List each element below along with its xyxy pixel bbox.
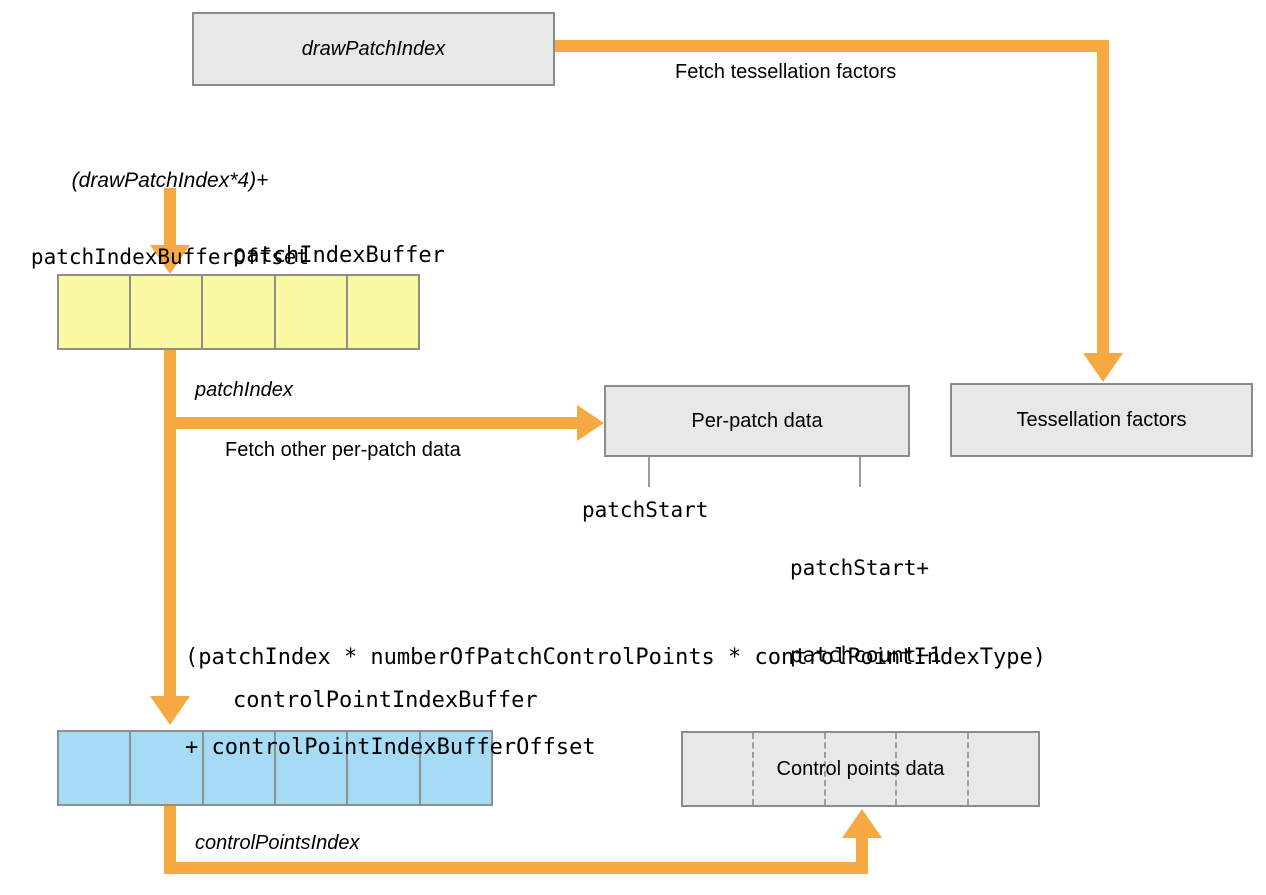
buffer-cell — [59, 732, 132, 804]
node-control-points-data — [681, 731, 1040, 807]
annotation-patch-index: patchIndex — [195, 379, 293, 401]
annotation-control-point-formula-line2: + controlPointIndexBufferOffset — [185, 735, 596, 760]
annotation-patch-start-plus-line2: patchcount−1 — [790, 643, 942, 667]
arrowhead-into-control-point-index-buffer — [150, 696, 190, 725]
node-control-points-data-label: Control points data — [776, 757, 945, 780]
buffer-cell — [897, 733, 969, 805]
connector-top-horizontal — [555, 40, 1109, 52]
buffer-cell — [131, 276, 204, 348]
arrowhead-into-patch-index-buffer — [150, 245, 190, 274]
control-point-index-buffer-label: controlPointIndexBuffer — [233, 688, 538, 713]
node-per-patch-data-label: Per-patch data — [691, 409, 823, 432]
buffer-cell — [347, 276, 419, 348]
arrowhead-into-control-points-data — [842, 809, 882, 838]
node-tessellation-factors-label: Tessellation factors — [1016, 408, 1187, 431]
node-per-patch-data: Per-patch data — [604, 385, 910, 457]
per-patch-tick-start — [648, 457, 650, 487]
annotation-patch-start-plus-line1: patchStart+ — [790, 556, 930, 580]
buffer-cell — [275, 732, 349, 804]
annotation-fetch-other-per-patch-data: Fetch other per-patch data — [225, 439, 461, 461]
annotation-draw-patch-offset-line1: (drawPatchIndex*4)+ — [71, 169, 269, 192]
arrowhead-into-per-patch-data — [577, 405, 604, 441]
node-draw-patch-index: drawPatchIndex — [192, 12, 555, 86]
annotation-control-point-formula: (patchIndex * numberOfPatchControlPoints… — [185, 583, 1046, 823]
annotation-patch-start-plus: patchStart+ patchcount−1 — [790, 496, 942, 728]
node-control-points-data-overlay: Control points data — [681, 731, 1040, 807]
patch-index-buffer — [57, 274, 420, 350]
connector-offset-vertical — [164, 188, 176, 245]
annotation-control-points-index: controlPointsIndex — [195, 832, 360, 854]
buffer-cell — [203, 732, 276, 804]
buffer-cell — [754, 733, 826, 805]
connector-top-vertical — [1097, 40, 1109, 353]
node-draw-patch-index-label: drawPatchIndex — [301, 37, 446, 60]
connector-bottom-vertical-left — [164, 805, 176, 874]
buffer-cell — [348, 732, 421, 804]
annotation-patch-start: patchStart — [582, 498, 709, 522]
annotation-draw-patch-offset-line2: patchIndexBufferOffset — [30, 245, 310, 270]
buffer-cell — [131, 732, 204, 804]
control-point-index-buffer — [57, 730, 493, 806]
buffer-cell — [203, 276, 276, 348]
connector-bottom-horizontal — [164, 862, 868, 874]
buffer-cell — [683, 733, 755, 805]
buffer-cell — [59, 276, 132, 348]
annotation-draw-patch-offset: (drawPatchIndex*4)+ patchIndexBufferOffs… — [20, 118, 320, 321]
arrowhead-into-tessellation-factors — [1083, 353, 1123, 382]
connector-bottom-vertical-right — [856, 837, 868, 874]
connector-branch-horizontal — [164, 417, 578, 429]
connector-main-vertical — [164, 350, 176, 696]
buffer-cell — [275, 276, 348, 348]
per-patch-tick-end — [859, 457, 861, 487]
annotation-fetch-tessellation-factors: Fetch tessellation factors — [675, 61, 897, 83]
node-tessellation-factors: Tessellation factors — [950, 383, 1253, 457]
patch-index-buffer-label: patchIndexBuffer — [233, 243, 445, 268]
annotation-control-point-formula-line1: (patchIndex * numberOfPatchControlPoints… — [185, 645, 1046, 670]
buffer-cell — [420, 732, 491, 804]
buffer-cell — [826, 733, 898, 805]
